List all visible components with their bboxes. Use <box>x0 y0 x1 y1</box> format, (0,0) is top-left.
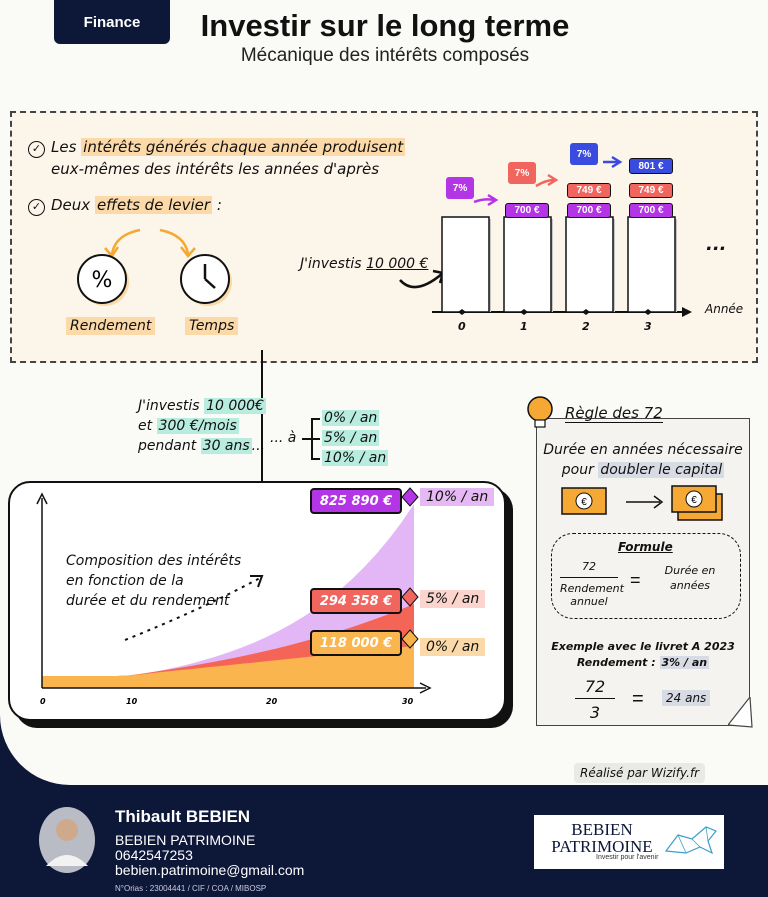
example-fraction: 72 3 <box>575 677 615 722</box>
svg-text:€: € <box>581 497 587 508</box>
final-value-0: 118 000 € <box>310 630 402 656</box>
clock-icon <box>180 254 232 306</box>
x-tick-label: 10 <box>126 697 138 706</box>
final-value-5: 294 358 € <box>310 588 402 614</box>
rate-tag-y3: 7% <box>570 143 598 165</box>
year-tick: 2 <box>582 320 590 333</box>
formula-equals: = <box>630 570 641 590</box>
legend-0: 0% / an <box>420 638 486 656</box>
avatar <box>39 807 95 873</box>
author-email[interactable]: bebien.patrimoine@gmail.com <box>115 862 305 878</box>
rate-tag-y1: 7% <box>446 177 474 199</box>
bulb-icon <box>527 396 553 428</box>
check-icon: ✓ <box>28 199 45 216</box>
money-doubling-icon: € € <box>561 485 723 521</box>
final-value-10: 825 890 € <box>310 488 402 514</box>
x-tick-label: 0 <box>40 697 46 706</box>
rate-tag-y2: 7% <box>508 162 536 184</box>
percent-icon: % <box>77 254 129 306</box>
interest-y1: 700 € <box>505 203 549 218</box>
bullet-2: ✓Deux effets de levier : <box>28 194 222 216</box>
brand-logo: BEBIEN PATRIMOINE Investir pour l'avenir <box>534 815 724 869</box>
bullet-1: ✓Les intérêts générés chaque année produ… <box>28 136 406 180</box>
legend-10: 10% / an <box>420 488 495 506</box>
page-title: Investir sur le long terme <box>200 8 570 43</box>
author-phone: 0642547253 <box>115 847 193 863</box>
example-equals: = <box>632 688 644 710</box>
chart-annotation: Composition des intérêts en fonction de … <box>66 553 242 609</box>
scenario-a: ... à <box>270 430 297 446</box>
series-area-0 <box>42 646 414 688</box>
check-icon: ✓ <box>28 141 45 158</box>
interest-y1: 700 € <box>567 203 611 218</box>
year-tick: 0 <box>458 320 466 333</box>
formula-box <box>551 533 741 619</box>
credit-label: Réalisé par Wizify.fr <box>574 763 706 783</box>
lever-yield-label: Rendement <box>66 317 156 335</box>
rate-0: 0% / an <box>322 410 380 426</box>
interest-y3: 801 € <box>629 158 673 174</box>
example-text: Exemple avec le livret A 2023 Rendement … <box>551 640 735 669</box>
formula-title: Formule <box>618 540 673 554</box>
interest-y2: 749 € <box>629 183 673 198</box>
svg-text:€: € <box>691 495 697 506</box>
year-axis-label: Année <box>705 302 744 316</box>
rates-list: 0% / an 5% / an 10% / an <box>322 408 389 468</box>
invest-label: J'investis 10 000 € <box>300 256 429 272</box>
brace <box>302 418 320 460</box>
year-tick: 3 <box>644 320 652 333</box>
category-badge: Finance <box>54 0 170 44</box>
ellipsis: ... <box>706 234 727 255</box>
rate-5: 5% / an <box>322 430 380 446</box>
lever-time-label: Temps <box>185 317 239 335</box>
rate-10: 10% / an <box>322 450 389 466</box>
infographic-card: Finance Investir sur le long terme Mécan… <box>0 0 768 785</box>
x-tick-label: 30 <box>402 697 414 706</box>
scenario-text: J'investis 10 000€ et 300 €/mois pendant… <box>138 398 266 454</box>
orias-number: N°Orias : 23004441 / CIF / COA / MIBOSP <box>115 884 267 893</box>
bars-illustration <box>432 155 692 317</box>
rule72-title: Règle des 72 <box>565 404 663 423</box>
interest-y1: 700 € <box>629 203 673 218</box>
x-tick-label: 20 <box>266 697 278 706</box>
page-curl <box>728 697 753 728</box>
svg-text:%: % <box>92 268 113 293</box>
example-result: 24 ans <box>662 690 711 706</box>
legend-5: 5% / an <box>420 590 486 608</box>
formula-fraction: 72 Rendement annuel <box>560 560 624 608</box>
lever-icons: % <box>77 228 232 306</box>
rule72-desc: Durée en années nécessaire pour doubler … <box>543 442 743 478</box>
end-markers <box>401 487 419 649</box>
author-company: BEBIEN PATRIMOINE <box>115 832 256 848</box>
year-tick: 1 <box>520 320 528 333</box>
interest-y2: 749 € <box>567 183 611 198</box>
author-name: Thibault BEBIEN <box>115 807 251 826</box>
page-subtitle: Mécanique des intérêts composés <box>240 45 530 66</box>
bull-icon <box>664 826 717 855</box>
